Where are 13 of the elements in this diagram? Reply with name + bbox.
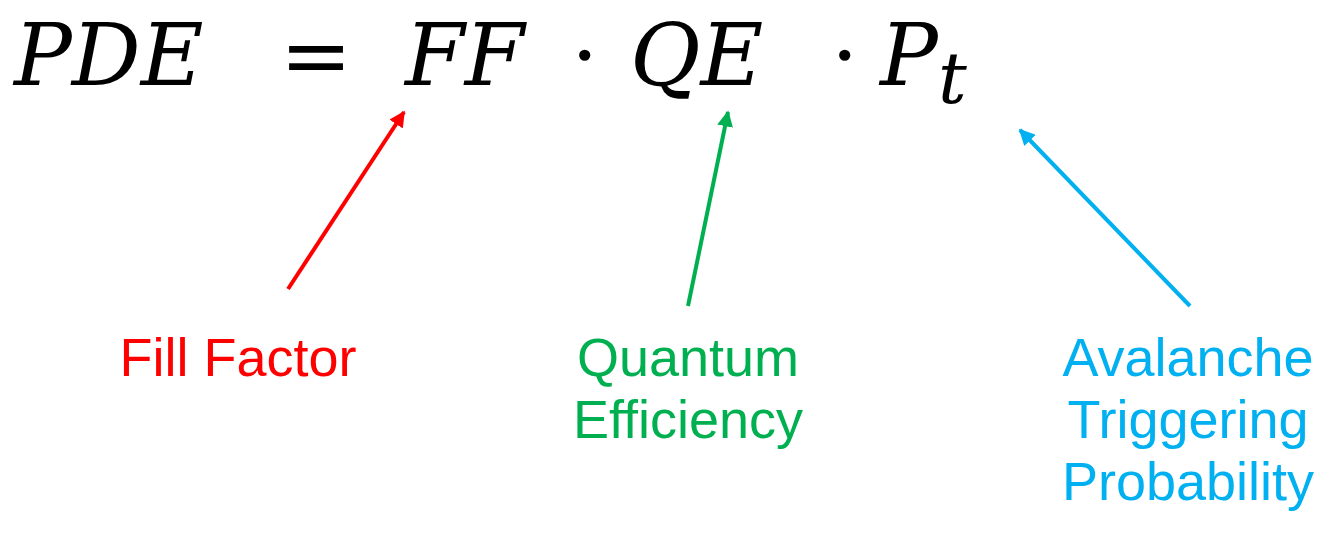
multiply-dot: ⋅ xyxy=(830,4,860,107)
equation-term: QE xyxy=(630,0,764,110)
leader-arrow xyxy=(286,110,406,291)
equation-term: PDE xyxy=(14,4,204,107)
equation-term: FF xyxy=(405,0,525,110)
multiply-dot: ⋅ xyxy=(570,4,600,107)
leader-arrow xyxy=(1018,128,1192,308)
annotation-label: Avalanche Triggering Probability xyxy=(1038,326,1338,512)
equals-sign: = xyxy=(280,4,353,107)
annotation-label: Quantum Efficiency xyxy=(528,326,848,450)
equation-term: P$_{t}$ xyxy=(880,0,967,134)
annotation-label: Fill Factor xyxy=(78,326,398,388)
leader-arrow xyxy=(686,110,733,307)
